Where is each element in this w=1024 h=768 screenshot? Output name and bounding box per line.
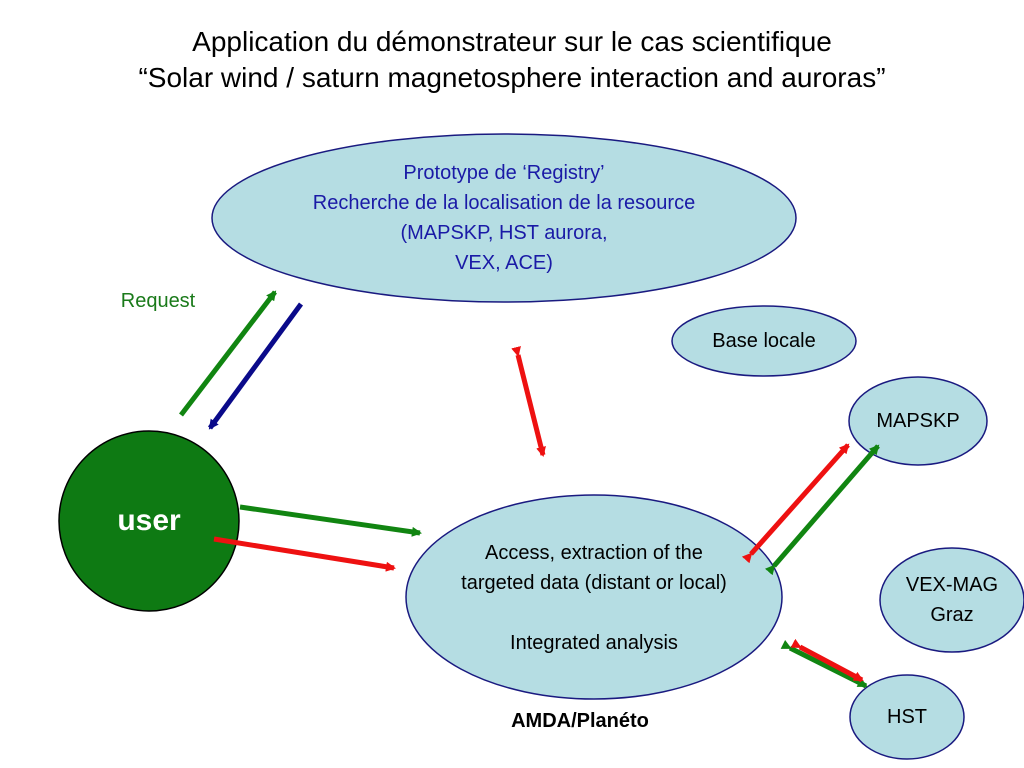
slide-title: Application du démonstrateur sur le cas …: [0, 24, 1024, 96]
vex-mag-line-1: VEX-MAG: [905, 574, 999, 596]
title-line-1: Application du démonstrateur sur le cas …: [192, 26, 832, 57]
request-arrow: [179, 290, 277, 417]
registry-line-4: VEX, ACE): [455, 252, 553, 274]
access-label: Access, extraction of the targeted data …: [408, 538, 780, 658]
mapskp-node: [848, 376, 988, 466]
user-access-arrow-green: [239, 504, 422, 537]
vex-mag-node: [879, 547, 1024, 653]
title-line-2: “Solar wind / saturn magnetosphere inter…: [138, 62, 886, 93]
vex-mag-label: VEX-MAG Graz: [880, 570, 1024, 630]
user-access-arrow-red: [213, 536, 396, 572]
vex-mag-line-2: Graz: [930, 604, 974, 626]
registry-label: Prototype de ‘Registry’ Recherche de la …: [214, 158, 794, 278]
registry-line-3: (MAPSKP, HST aurora,: [400, 222, 608, 244]
access-mapskp-arrow-green: [764, 444, 880, 576]
access-hst-arrow-green: [780, 639, 868, 689]
user-node: [58, 430, 240, 612]
request-label: Request: [120, 290, 196, 312]
registry-access-arrow: [511, 346, 546, 457]
registry-node: [211, 133, 797, 303]
amda-label: AMDA/Planéto: [511, 710, 649, 732]
response-arrow: [207, 302, 304, 430]
base-locale-label: Base locale: [712, 330, 816, 352]
access-line-1: Access, extraction of the: [485, 542, 703, 564]
base-locale-node: [671, 305, 857, 377]
registry-line-2: Recherche de la localisation de la resou…: [312, 192, 696, 214]
hst-label: HST: [887, 706, 927, 728]
registry-line-1: Prototype de ‘Registry’: [403, 162, 605, 184]
access-line-2: targeted data (distant or local): [461, 572, 727, 594]
access-hst-arrow-red: [790, 638, 864, 683]
mapskp-label: MAPSKP: [876, 410, 960, 432]
user-label: user: [117, 504, 181, 537]
access-line-3: Integrated analysis: [510, 632, 678, 654]
hst-node: [849, 674, 965, 760]
access-node: [405, 494, 783, 700]
